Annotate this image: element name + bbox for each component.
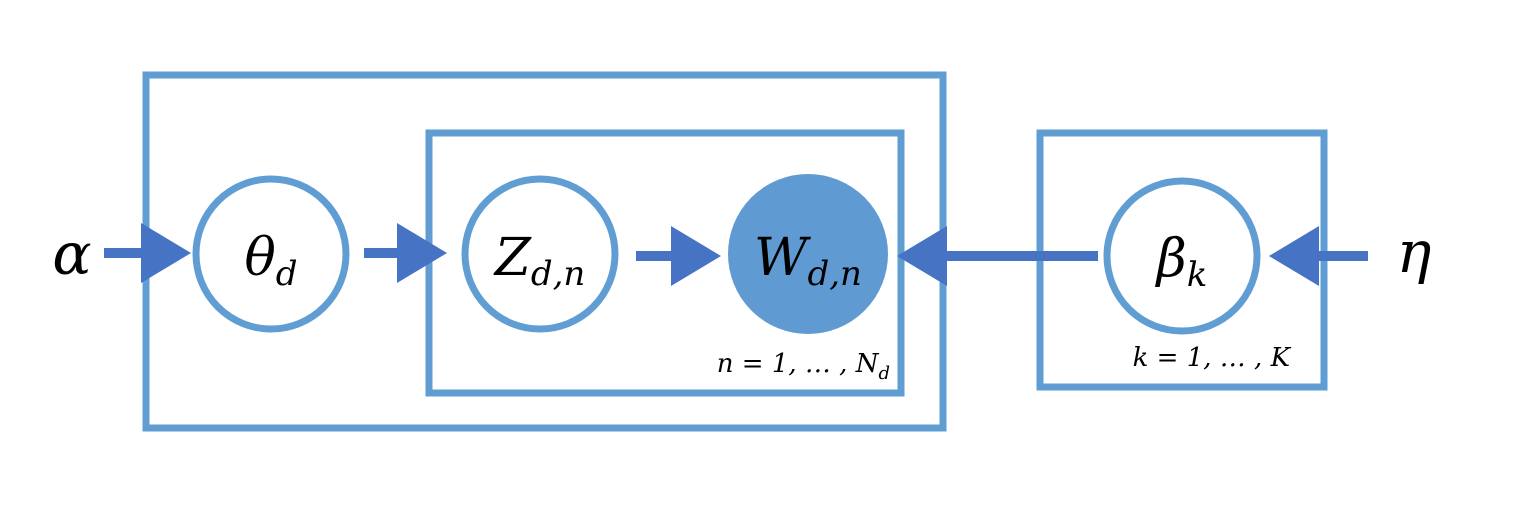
eta-symbol: η: [1397, 218, 1432, 286]
beta-label: βk: [1155, 229, 1208, 295]
node-theta: [192, 175, 350, 333]
node-beta: [1103, 177, 1261, 335]
plate-topics-label: k = 1, … , K: [1133, 343, 1292, 373]
node-z: [461, 175, 619, 333]
theta-label: θd: [244, 228, 297, 294]
plate-words-label: n = 1, … , Nd: [717, 349, 890, 384]
alpha-symbol: α: [52, 220, 91, 288]
z-label: Zd,n: [493, 228, 586, 294]
w-label: Wd,n: [754, 228, 862, 294]
node-w: [728, 174, 888, 334]
